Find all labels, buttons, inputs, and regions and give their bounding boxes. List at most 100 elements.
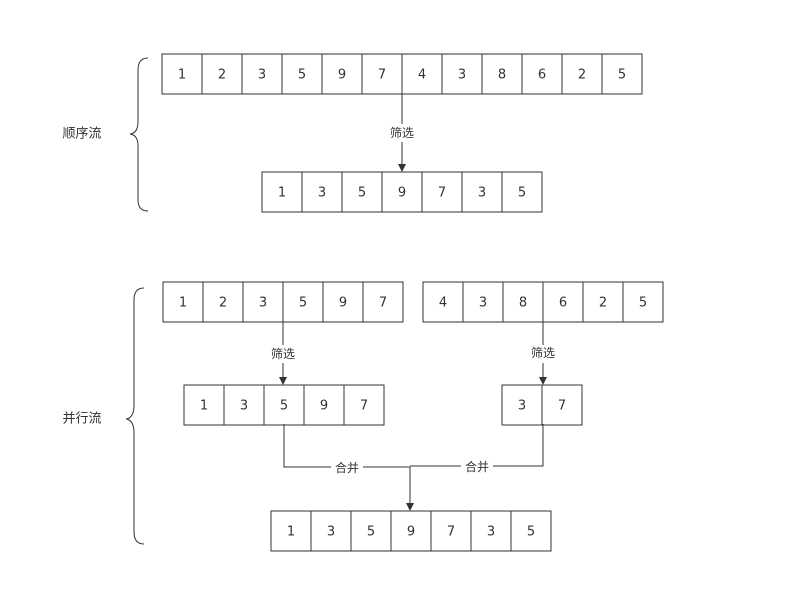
array-cell-value: 3 — [518, 399, 526, 414]
array-cell-value: 9 — [398, 186, 406, 201]
array-cell-box — [441, 53, 483, 95]
array-cell-value: 5 — [618, 68, 626, 83]
array-cell-value: 4 — [418, 68, 426, 83]
array-cell: 3 — [242, 281, 284, 323]
array-cell: 3 — [241, 53, 283, 95]
array-cell-box — [242, 281, 284, 323]
array-cell-box — [430, 510, 472, 552]
array-cell: 3 — [441, 53, 483, 95]
array-cell: 7 — [430, 510, 472, 552]
array-cell: 5 — [263, 384, 305, 426]
array-cell: 1 — [161, 53, 203, 95]
array-cell: 3 — [223, 384, 265, 426]
array-cell-box — [263, 384, 305, 426]
array-cell-value: 3 — [479, 296, 487, 311]
array-cell: 5 — [341, 171, 383, 213]
array-cell: 4 — [422, 281, 464, 323]
array-cell: 5 — [510, 510, 552, 552]
array-cell: 8 — [502, 281, 544, 323]
array-cell-value: 2 — [218, 68, 226, 83]
array-cell-box — [401, 53, 443, 95]
array-cell-value: 3 — [258, 68, 266, 83]
parallel-label: 并行流 — [62, 412, 101, 427]
array-cell: 9 — [390, 510, 432, 552]
array-cell: 3 — [470, 510, 512, 552]
array-cell-box — [241, 53, 283, 95]
array-cell-box — [421, 171, 463, 213]
array-cell: 7 — [362, 281, 404, 323]
array-cell-value: 5 — [518, 186, 526, 201]
array-cell-value: 8 — [498, 68, 506, 83]
array-cell-box — [521, 53, 563, 95]
array-cell-box — [381, 171, 423, 213]
array-cell-box — [201, 53, 243, 95]
array-cell-box — [322, 281, 364, 323]
array-cell-value: 9 — [407, 525, 415, 540]
array-cell-box — [261, 171, 303, 213]
array-cell-box — [362, 281, 404, 323]
array-cell: 5 — [622, 281, 664, 323]
array-cell-value: 7 — [447, 525, 455, 540]
array-cell-box — [301, 171, 343, 213]
array-cell-value: 5 — [299, 296, 307, 311]
array-cell-box — [361, 53, 403, 95]
array-cell: 6 — [542, 281, 584, 323]
array-cell: 2 — [201, 53, 243, 95]
array-cell-box — [501, 171, 543, 213]
array-cell-box — [541, 384, 583, 426]
array-cell-box — [481, 53, 523, 95]
array-cell-value: 2 — [599, 296, 607, 311]
array-cell-box — [310, 510, 352, 552]
array-cell: 1 — [261, 171, 303, 213]
array-cell-value: 9 — [339, 296, 347, 311]
array-cell-box — [321, 53, 363, 95]
array-cell: 2 — [561, 53, 603, 95]
parallel-merge-label-left: 合并 — [335, 460, 359, 475]
array-cell: 3 — [462, 281, 504, 323]
parallel-input-left-array: 1 2 3 5 9 7 — [162, 281, 404, 323]
array-cell: 6 — [521, 53, 563, 95]
array-cell-value: 9 — [320, 399, 328, 414]
array-cell-value: 7 — [379, 296, 387, 311]
array-cell-value: 7 — [558, 399, 566, 414]
array-cell: 4 — [401, 53, 443, 95]
array-cell-value: 5 — [527, 525, 535, 540]
array-cell-box — [343, 384, 385, 426]
array-cell-value: 2 — [219, 296, 227, 311]
sequential-label: 顺序流 — [62, 127, 101, 142]
array-cell: 5 — [350, 510, 392, 552]
array-cell-value: 9 — [338, 68, 346, 83]
array-cell: 9 — [303, 384, 345, 426]
array-cell: 3 — [501, 384, 543, 426]
array-cell-value: 7 — [438, 186, 446, 201]
array-cell-value: 1 — [179, 296, 187, 311]
array-cell-box — [622, 281, 664, 323]
array-cell-value: 5 — [639, 296, 647, 311]
array-cell: 7 — [421, 171, 463, 213]
array-cell-box — [461, 171, 503, 213]
array-cell-value: 3 — [240, 399, 248, 414]
parallel-merge-label-right: 合并 — [465, 459, 489, 474]
array-cell-box — [390, 510, 432, 552]
parallel-filter-label-right: 筛选 — [531, 345, 555, 360]
parallel-filter-label-left: 筛选 — [271, 346, 295, 361]
array-cell-value: 1 — [200, 399, 208, 414]
array-cell-value: 3 — [259, 296, 267, 311]
array-cell-value: 5 — [367, 525, 375, 540]
array-cell-value: 3 — [318, 186, 326, 201]
array-cell: 5 — [282, 281, 324, 323]
array-cell-box — [202, 281, 244, 323]
array-cell-value: 7 — [378, 68, 386, 83]
array-cell-value: 6 — [538, 68, 546, 83]
array-cell: 7 — [361, 53, 403, 95]
array-cell-value: 8 — [519, 296, 527, 311]
array-cell-box — [542, 281, 584, 323]
array-cell-box — [350, 510, 392, 552]
array-cell-value: 3 — [458, 68, 466, 83]
array-cell-value: 3 — [327, 525, 335, 540]
